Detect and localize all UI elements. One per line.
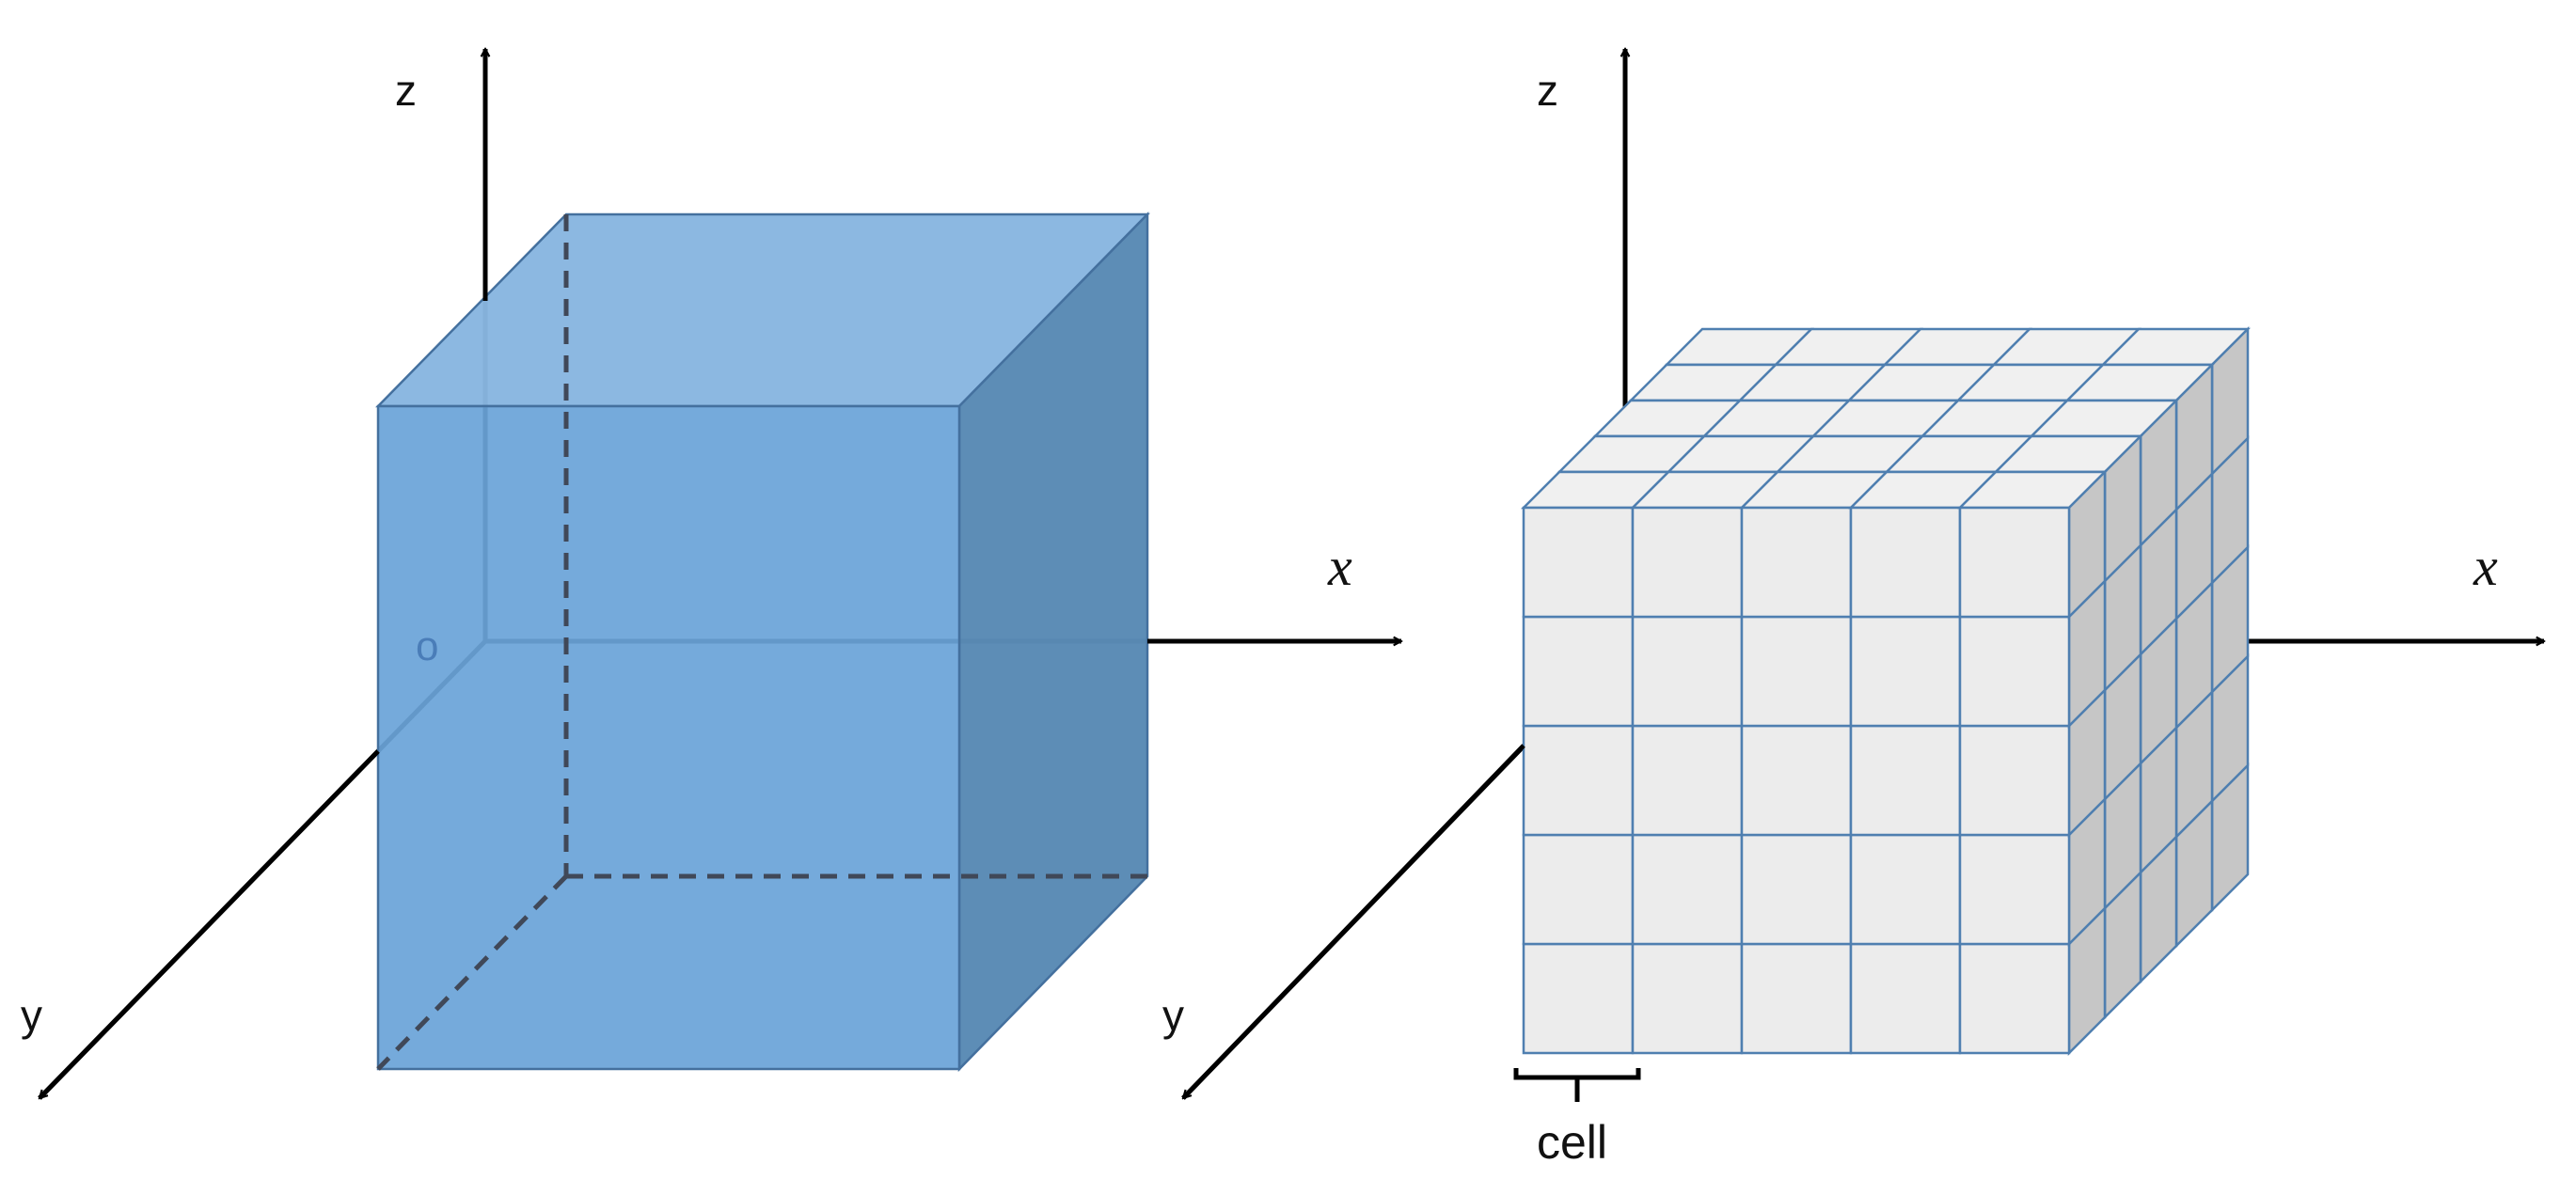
- cell-front-face: [1849, 506, 1962, 619]
- cell-front-face: [1849, 833, 1962, 946]
- cell-front-face: [1740, 833, 1853, 946]
- cell-front-face: [1740, 506, 1853, 619]
- hidden-edge-diagonal: [376, 874, 568, 1071]
- right-y-axis-visible: [1181, 744, 1525, 1100]
- cell-front-face: [1958, 942, 2071, 1055]
- cell-front-face: [1631, 506, 1744, 619]
- left-panel: z x y o: [21, 49, 1401, 1100]
- cell-front-face: [1958, 615, 2071, 728]
- cell-front-face: [1849, 615, 1962, 728]
- cell-front-face: [1522, 506, 1635, 619]
- cell-front-face: [1631, 942, 1744, 1055]
- left-y-label: y: [21, 991, 42, 1040]
- cell-front-face: [1740, 615, 1853, 728]
- right-x-label: x: [2473, 536, 2498, 597]
- cell-front-face: [1958, 724, 2071, 837]
- cell-front-face: [1849, 724, 1962, 837]
- cell-front-face: [1849, 942, 1962, 1055]
- cell-label: cell: [1537, 1116, 1607, 1169]
- cell-front-face: [1522, 615, 1635, 728]
- left-y-axis-visible: [38, 749, 380, 1100]
- cell-front-face: [1740, 942, 1853, 1055]
- cell-front-face: [1522, 833, 1635, 946]
- cell-front-face: [1631, 724, 1744, 837]
- right-y-label: y: [1162, 991, 1184, 1040]
- cell-bracket: [1513, 1068, 1641, 1102]
- left-z-label: z: [395, 66, 417, 115]
- cell-front-face: [1631, 833, 1744, 946]
- cell-front-face: [1631, 615, 1744, 728]
- left-x-label: x: [1327, 536, 1352, 597]
- cell-front-face: [1522, 724, 1635, 837]
- origin-label: o: [416, 623, 438, 669]
- right-panel: cell z x y: [1162, 49, 2544, 1169]
- cell-front-face: [1958, 833, 2071, 946]
- cell-front-face: [1522, 942, 1635, 1055]
- cell-front-face: [1740, 724, 1853, 837]
- right-z-label: z: [1537, 66, 1558, 115]
- cell-grid: [1520, 325, 2252, 1057]
- solid-cube-front-face: [376, 404, 961, 1071]
- cell-front-face: [1958, 506, 2071, 619]
